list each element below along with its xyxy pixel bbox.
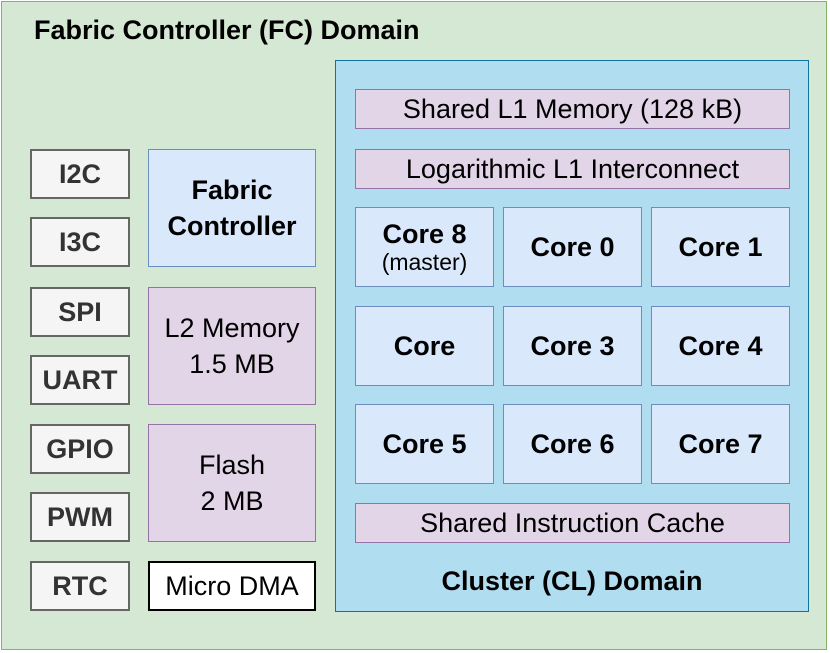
peripheral-rtc: RTC xyxy=(30,561,130,611)
core-5: Core 5 xyxy=(355,404,494,484)
flash-line1: Flash xyxy=(198,449,266,480)
l2-memory-line2: 1.5 MB xyxy=(189,349,275,379)
core-1: Core 1 xyxy=(651,207,790,287)
peripheral-gpio: GPIO xyxy=(30,424,130,474)
core-0: Core 0 xyxy=(503,207,642,287)
fabric-controller-line2: Controller xyxy=(167,211,297,241)
cl-domain-title: Cluster (CL) Domain xyxy=(441,566,703,596)
peripheral-uart: UART xyxy=(30,355,130,405)
core-2: Core xyxy=(355,306,494,386)
core-4: Core 4 xyxy=(651,306,790,386)
fc-domain-title: Fabric Controller (FC) Domain xyxy=(34,15,420,45)
core-3: Core 3 xyxy=(503,306,642,386)
fabric-controller-line1: Fabric xyxy=(191,174,273,205)
micro-dma-block: Micro DMA xyxy=(148,561,316,611)
peripheral-i3c: I3C xyxy=(30,217,130,267)
shared-l1-memory: Shared L1 Memory (128 kB) xyxy=(355,89,790,129)
peripheral-spi: SPI xyxy=(30,287,130,337)
flash-line2: 2 MB xyxy=(200,486,264,516)
peripheral-pwm: PWM xyxy=(30,492,130,542)
logarithmic-l1-interconnect: Logarithmic L1 Interconnect xyxy=(355,149,790,189)
fabric-controller-block: Fabric Controller xyxy=(148,149,316,267)
peripheral-i2c: I2C xyxy=(30,149,130,199)
l2-memory-block: L2 Memory 1.5 MB xyxy=(148,287,316,405)
core-7: Core 7 xyxy=(651,404,790,484)
core-6: Core 6 xyxy=(503,404,642,484)
flash-block: Flash 2 MB xyxy=(148,424,316,542)
core-label: Core 8 xyxy=(382,218,467,249)
core-8-master: Core 8 (master) xyxy=(355,207,494,287)
shared-instruction-cache: Shared Instruction Cache xyxy=(355,503,790,543)
core-sub-label: (master) xyxy=(381,248,468,275)
l2-memory-line1: L2 Memory xyxy=(164,312,300,343)
